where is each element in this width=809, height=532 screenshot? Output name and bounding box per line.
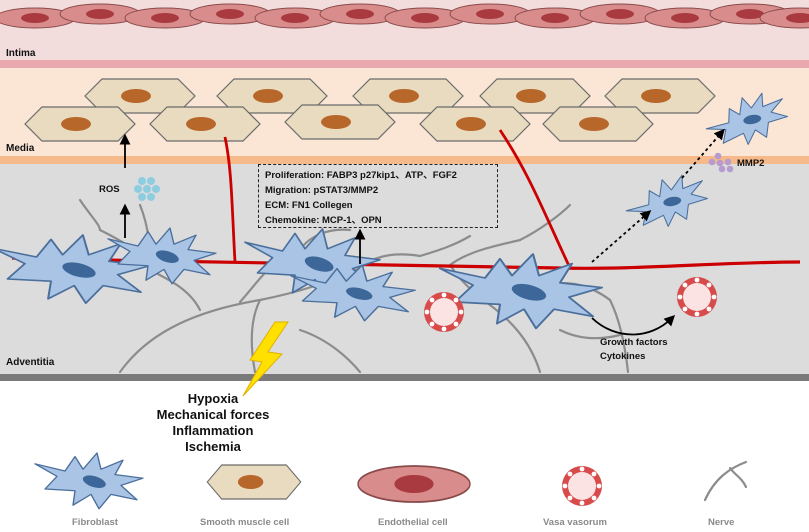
cause-list: Hypoxia Mechanical forces Inflammation I… (148, 391, 278, 455)
legend-nerve-label: Nerve (708, 517, 735, 528)
factor-chemokine: Chemokine: MCP-1、OPN (265, 215, 382, 226)
cause-mechanical-forces: Mechanical forces (156, 407, 270, 422)
legend-vasa-vasorum-icon (562, 466, 602, 506)
legend-smooth-muscle-label: Smooth muscle cell (200, 517, 290, 528)
lightning-bolt-icon (242, 321, 289, 397)
factor-list-box: Proliferation: FABP3 p27kip1、ATP、FGF2 Mi… (258, 164, 498, 228)
migration-arrow-1 (591, 210, 652, 263)
growth-factor-arrow (591, 314, 676, 336)
cause-ischemia: Ischemia (185, 439, 241, 454)
vasa-vasorum-1 (424, 292, 464, 332)
media-band (0, 156, 809, 164)
vessel-branch-right (498, 129, 572, 269)
cause-hypoxia: Hypoxia (187, 391, 239, 406)
factor-ecm: ECM: FN1 Collegen (265, 200, 353, 211)
factor-migration: Migration: pSTAT3/MMP2 (265, 185, 379, 196)
growth-factors-label: Growth factors (600, 337, 668, 348)
legend-smooth-muscle-icon (206, 464, 302, 500)
adventitia-label: Adventitia (6, 357, 55, 368)
legend-vasa-vasorum-label: Vasa vasorum (543, 517, 607, 528)
intima-label: Intima (6, 48, 36, 59)
migration-arrow-2 (681, 128, 725, 179)
ros-particles (134, 177, 160, 201)
mmp2-particles (708, 152, 734, 173)
mmp2-label: MMP2 (737, 158, 765, 169)
adventitia-bottom-band (0, 374, 809, 381)
factor-proliferation: Proliferation: FABP3 p27kip1、ATP、FGF2 (265, 170, 457, 181)
legend-fibroblast-label: Fibroblast (72, 517, 118, 528)
cytokines-label: Cytokines (600, 351, 646, 362)
vessel-branch-left (223, 136, 237, 263)
legend-endothelial-icon (357, 465, 471, 503)
vasa-vasorum-2 (677, 277, 717, 317)
ros-label: ROS (99, 184, 120, 195)
media-label: Media (6, 143, 35, 154)
legend-nerve-icon (703, 460, 748, 502)
cause-inflammation: Inflammation (172, 423, 254, 438)
legend-endothelial-label: Endothelial cell (378, 517, 448, 528)
legend-fibroblast-icon (34, 452, 144, 510)
intima-band (0, 60, 809, 68)
